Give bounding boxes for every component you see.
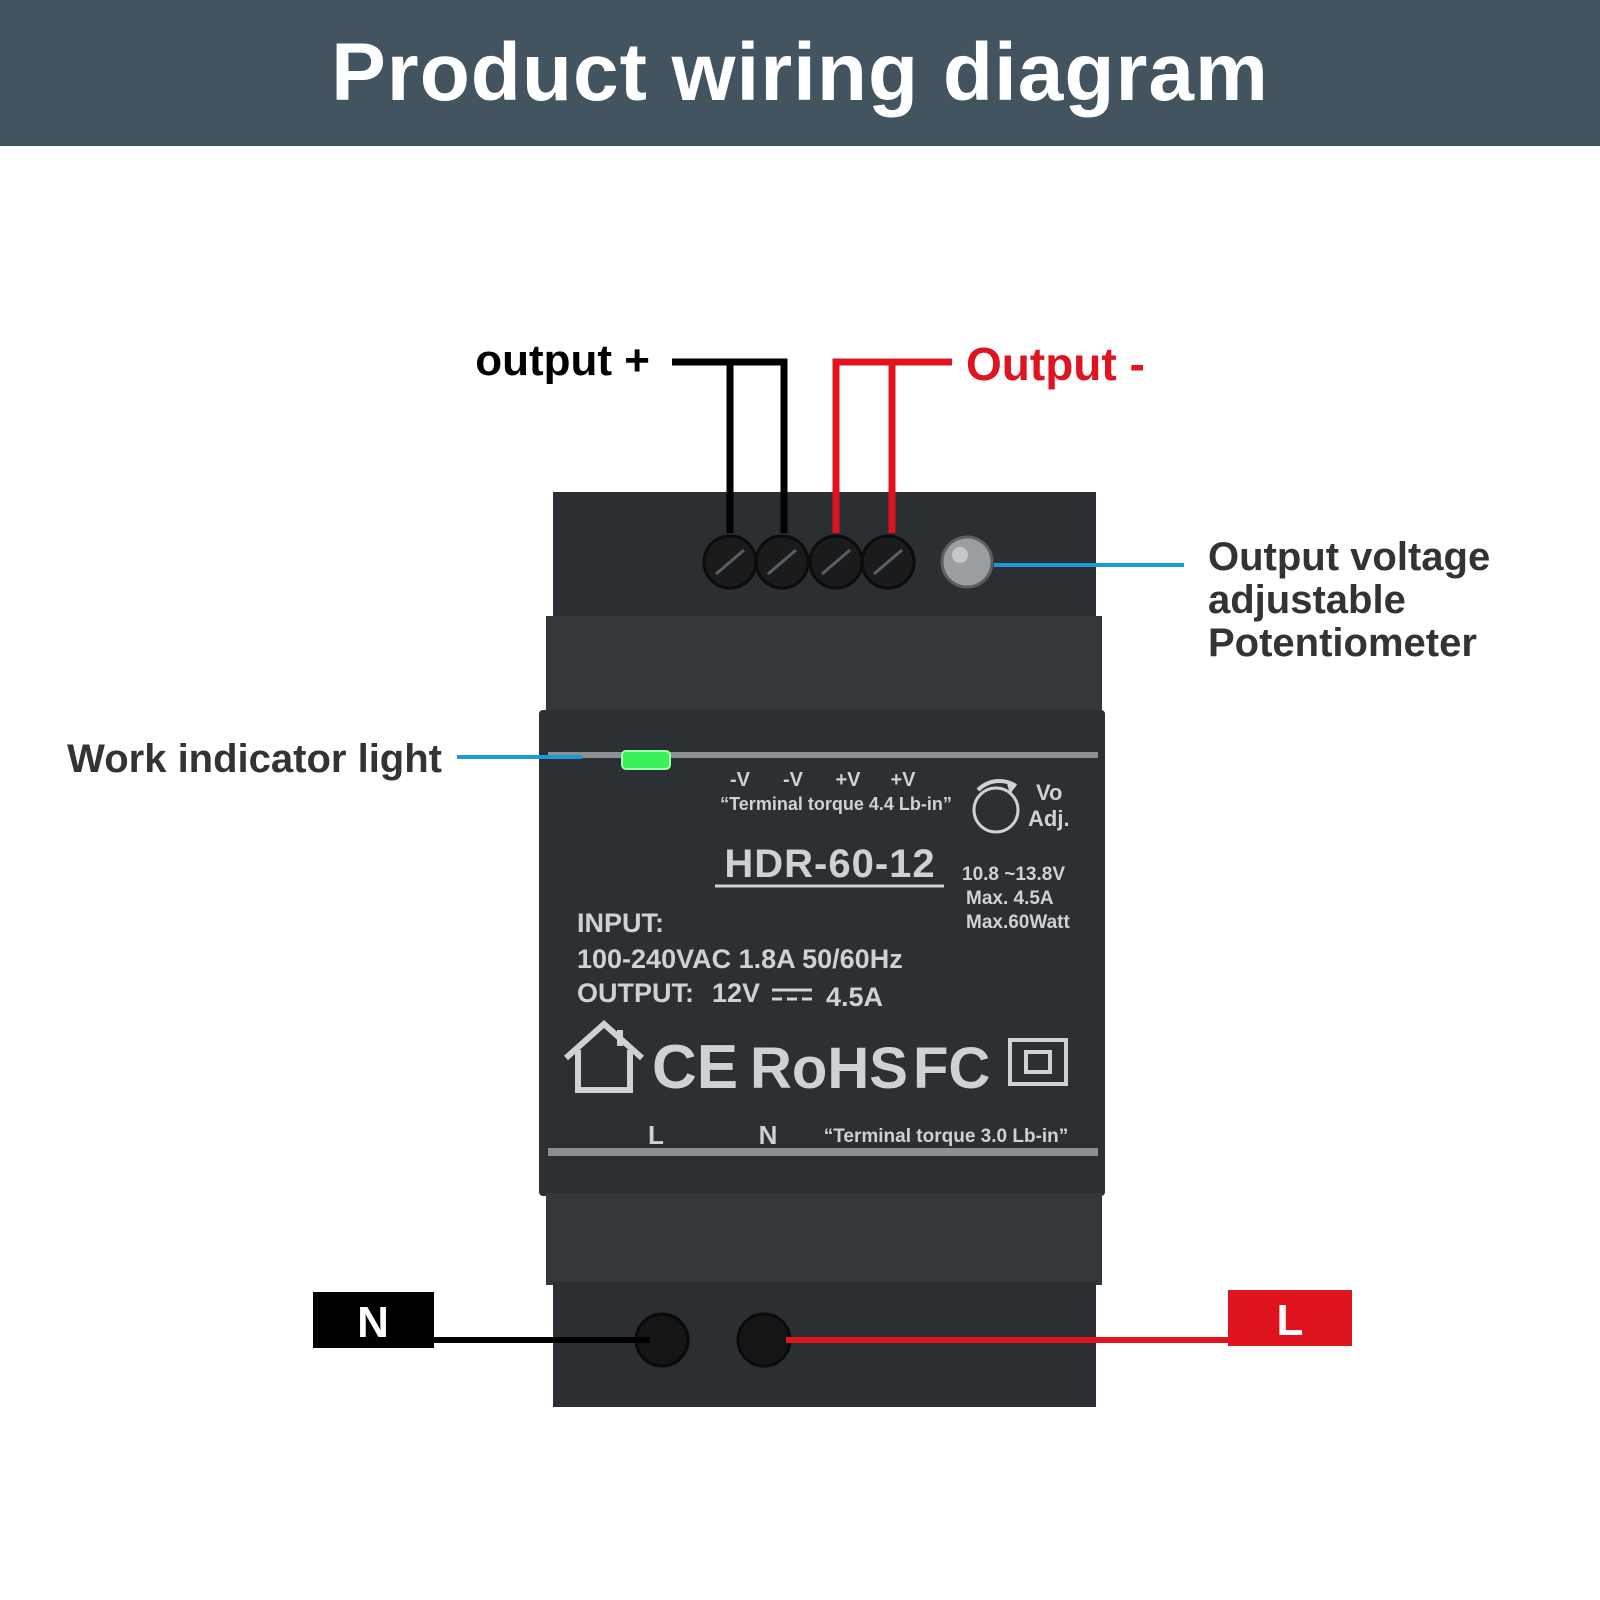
lower-step bbox=[546, 1193, 1102, 1285]
bottom-terminal-label-n: N bbox=[759, 1120, 778, 1150]
vo-label: Vo bbox=[1036, 780, 1062, 805]
potentiometer-label: Output voltage adjustable Potentiometer bbox=[1208, 535, 1490, 665]
potentiometer-knob bbox=[940, 535, 994, 589]
line-label: L bbox=[1277, 1296, 1304, 1345]
output-current: 4.5A bbox=[826, 982, 883, 1012]
work-indicator-led bbox=[621, 750, 671, 770]
model-number: HDR-60-12 bbox=[724, 842, 935, 886]
terminal-label-2: -V bbox=[783, 769, 804, 791]
output-plus-label: output + bbox=[475, 336, 650, 385]
output-plus-wires bbox=[672, 358, 788, 533]
terminal-label-1: -V bbox=[730, 769, 751, 791]
neutral-tag: N bbox=[313, 1292, 434, 1348]
power-supply-device bbox=[539, 492, 1105, 1407]
bottom-screw-terminals bbox=[634, 1312, 792, 1368]
spec-max-power: Max.60Watt bbox=[966, 912, 1070, 933]
title-banner: Product wiring diagram bbox=[0, 0, 1600, 146]
bottom-terminal-label-l: L bbox=[648, 1120, 664, 1150]
input-rating: 100-240VAC 1.8A 50/60Hz bbox=[577, 944, 903, 974]
terminal-label-4: +V bbox=[890, 769, 916, 791]
top-torque-note: “Terminal torque 4.4 Lb-in” bbox=[720, 794, 952, 814]
line-tag: L bbox=[1228, 1290, 1352, 1346]
input-label: INPUT: bbox=[577, 908, 664, 938]
output-label: OUTPUT: bbox=[577, 978, 694, 1008]
output-minus-wires bbox=[832, 358, 952, 533]
terminal-label-3: +V bbox=[835, 769, 861, 791]
indicator-label: Work indicator light bbox=[67, 737, 442, 781]
spec-max-current: Max. 4.5A bbox=[966, 888, 1054, 909]
adj-label: Adj. bbox=[1028, 806, 1070, 831]
top-screw-terminals bbox=[702, 534, 916, 590]
double-insulation-icon bbox=[1008, 1038, 1068, 1086]
neutral-label: N bbox=[357, 1298, 389, 1347]
fc-mark: FC bbox=[913, 1036, 990, 1101]
bottom-torque-note: “Terminal torque 3.0 Lb-in” bbox=[824, 1126, 1069, 1147]
dc-symbol-icon bbox=[772, 988, 812, 1001]
screw-terminal-l bbox=[736, 1312, 792, 1368]
vo-adj-dial-icon bbox=[972, 779, 1020, 834]
ce-mark: CE bbox=[652, 1033, 738, 1102]
bottom-terminal-block bbox=[553, 1282, 1096, 1407]
output-voltage: 12V bbox=[712, 978, 760, 1008]
panel-printing: -V -V +V +V “Terminal torque 4.4 Lb-in” … bbox=[563, 769, 1070, 1150]
rohs-mark: RoHS bbox=[750, 1036, 908, 1101]
upper-step bbox=[546, 616, 1102, 714]
household-use-icon bbox=[563, 1019, 645, 1093]
spec-voltage-range: 10.8 ~13.8V bbox=[962, 864, 1065, 885]
output-minus-label: Output - bbox=[966, 338, 1145, 390]
potentiometer-label-line-3: Potentiometer bbox=[1208, 621, 1477, 665]
page-title: Product wiring diagram bbox=[331, 27, 1269, 118]
potentiometer-label-line-1: Output voltage bbox=[1208, 535, 1490, 579]
potentiometer-label-line-2: adjustable bbox=[1208, 578, 1406, 622]
front-panel bbox=[539, 710, 1105, 1196]
